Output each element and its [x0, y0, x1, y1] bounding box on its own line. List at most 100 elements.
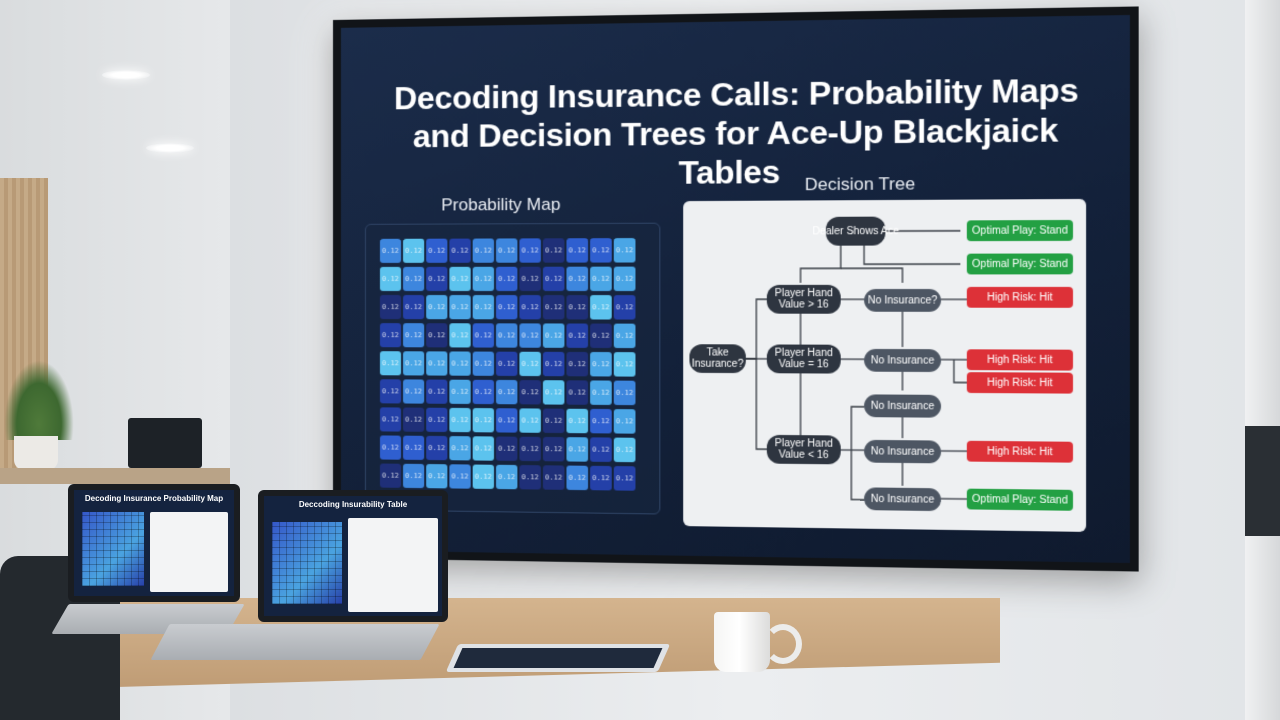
probability-cell: 0.12 [426, 464, 448, 489]
left-laptop-title: Decoding Insurance Probability Map [84, 494, 224, 503]
leaf-optimal-play-stand-2: Optimal Play: Stand [966, 253, 1074, 275]
left-laptop: Decoding Insurance Probability Map [68, 484, 240, 602]
node-player-hand-eq-16: Player Hand Value = 16 [766, 344, 841, 374]
probability-cell: 0.12 [519, 266, 541, 292]
leaf-high-risk-hit-4: High Risk: Hit [966, 440, 1074, 463]
probability-cell: 0.12 [519, 380, 541, 405]
edge-noins3-noins5 [851, 407, 864, 500]
probability-cell: 0.12 [403, 323, 425, 348]
probability-cell: 0.12 [449, 323, 471, 348]
probability-cell: 0.12 [403, 238, 425, 263]
probability-cell: 0.12 [613, 437, 636, 463]
probability-cell: 0.12 [403, 435, 425, 460]
probability-cell: 0.12 [519, 351, 541, 377]
probability-cell: 0.12 [472, 266, 494, 292]
presentation-title: Decoding Insurance Calls: Probability Ma… [393, 71, 1079, 191]
probability-cell: 0.12 [472, 323, 494, 348]
probability-cell: 0.12 [613, 380, 636, 406]
probability-cell: 0.12 [426, 295, 448, 320]
probability-cell: 0.12 [542, 408, 565, 434]
probability-cell: 0.12 [426, 266, 448, 292]
right-laptop-decision-tree [348, 518, 438, 612]
probability-cell: 0.12 [566, 351, 589, 377]
probability-cell: 0.12 [379, 463, 402, 488]
probability-cell: 0.12 [496, 351, 518, 376]
probability-cell: 0.12 [613, 409, 636, 434]
probability-cell: 0.12 [449, 351, 471, 376]
probability-cell: 0.12 [472, 464, 494, 489]
node-take-insurance: Take Insurance? [689, 344, 746, 374]
probability-cell: 0.12 [542, 351, 565, 377]
probability-cell: 0.12 [472, 408, 494, 433]
probability-cell: 0.12 [519, 323, 541, 348]
probability-cell: 0.12 [449, 266, 471, 292]
probability-map-label: Probability Map [441, 194, 561, 215]
probability-cell: 0.12 [472, 238, 494, 263]
probability-cell: 0.12 [519, 408, 541, 433]
right-laptop-keyboard [150, 624, 440, 660]
probability-cell: 0.12 [590, 437, 612, 462]
edge-take-gt [746, 299, 767, 359]
wall-display: Decoding Insurance Calls: Probability Ma… [333, 6, 1139, 572]
background-desk [0, 468, 230, 484]
node-no-insurance-question: No Insurance? [864, 289, 942, 312]
probability-cell: 0.12 [379, 435, 402, 460]
probability-cell: 0.12 [449, 407, 471, 433]
probability-cell: 0.12 [449, 379, 471, 404]
probability-cell: 0.12 [426, 323, 448, 348]
probability-cell: 0.12 [590, 238, 612, 263]
probability-cell: 0.12 [449, 436, 471, 461]
probability-cell: 0.12 [449, 295, 471, 320]
probability-cell: 0.12 [403, 463, 425, 489]
probability-cell: 0.12 [613, 266, 636, 292]
probability-cell: 0.12 [590, 295, 612, 320]
probability-cell: 0.12 [379, 407, 402, 432]
probability-cell: 0.12 [613, 238, 636, 263]
node-no-insurance-4: No Insurance [864, 487, 942, 512]
probability-cell: 0.12 [403, 379, 425, 404]
right-shelf [1245, 426, 1280, 536]
probability-cell: 0.12 [472, 379, 494, 405]
probability-cell: 0.12 [496, 323, 518, 348]
edge-noins-hit3 [954, 360, 967, 383]
probability-cell: 0.12 [590, 323, 612, 349]
background-monitor [128, 418, 202, 468]
node-player-hand-lt-16: Player Hand Value < 16 [766, 434, 841, 465]
probability-cell: 0.12 [426, 379, 448, 404]
probability-cell: 0.12 [519, 295, 541, 320]
probability-cell: 0.12 [449, 464, 471, 489]
probability-cell: 0.12 [403, 407, 425, 432]
probability-cell: 0.12 [542, 323, 565, 348]
display-screen: Decoding Insurance Calls: Probability Ma… [340, 15, 1130, 563]
probability-cell: 0.12 [496, 408, 518, 433]
probability-cell: 0.12 [496, 238, 518, 263]
probability-cell: 0.12 [496, 379, 518, 405]
tablet [445, 644, 671, 672]
probability-cell: 0.12 [590, 266, 612, 292]
probability-cell: 0.12 [379, 266, 402, 292]
decision-tree-panel: Dealer Shows Ace Optimal Play: Stand Opt… [683, 198, 1087, 532]
edge-take-lt [746, 359, 767, 449]
probability-cell: 0.12 [519, 238, 541, 263]
probability-cell: 0.12 [426, 351, 448, 376]
leaf-high-risk-hit-2: High Risk: Hit [966, 349, 1074, 371]
probability-cell: 0.12 [379, 238, 402, 263]
probability-cell: 0.12 [542, 266, 565, 292]
right-office-area [1245, 0, 1280, 720]
leaf-high-risk-hit-1: High Risk: Hit [966, 286, 1074, 308]
edge-root-noins [841, 268, 903, 283]
decision-tree-label: Decision Tree [804, 173, 916, 195]
left-laptop-screen: Decoding Insurance Probability Map [74, 490, 234, 596]
probability-cell: 0.12 [590, 351, 612, 377]
ceiling-light-icon [102, 70, 150, 80]
probability-cell: 0.12 [566, 408, 589, 434]
probability-cell: 0.12 [496, 266, 518, 292]
probability-cell: 0.12 [519, 465, 541, 490]
probability-cell: 0.12 [379, 295, 402, 320]
left-laptop-decision-tree [150, 512, 228, 592]
probability-cell: 0.12 [613, 295, 636, 320]
probability-cell: 0.12 [566, 323, 589, 348]
left-laptop-probability-map [82, 512, 144, 586]
